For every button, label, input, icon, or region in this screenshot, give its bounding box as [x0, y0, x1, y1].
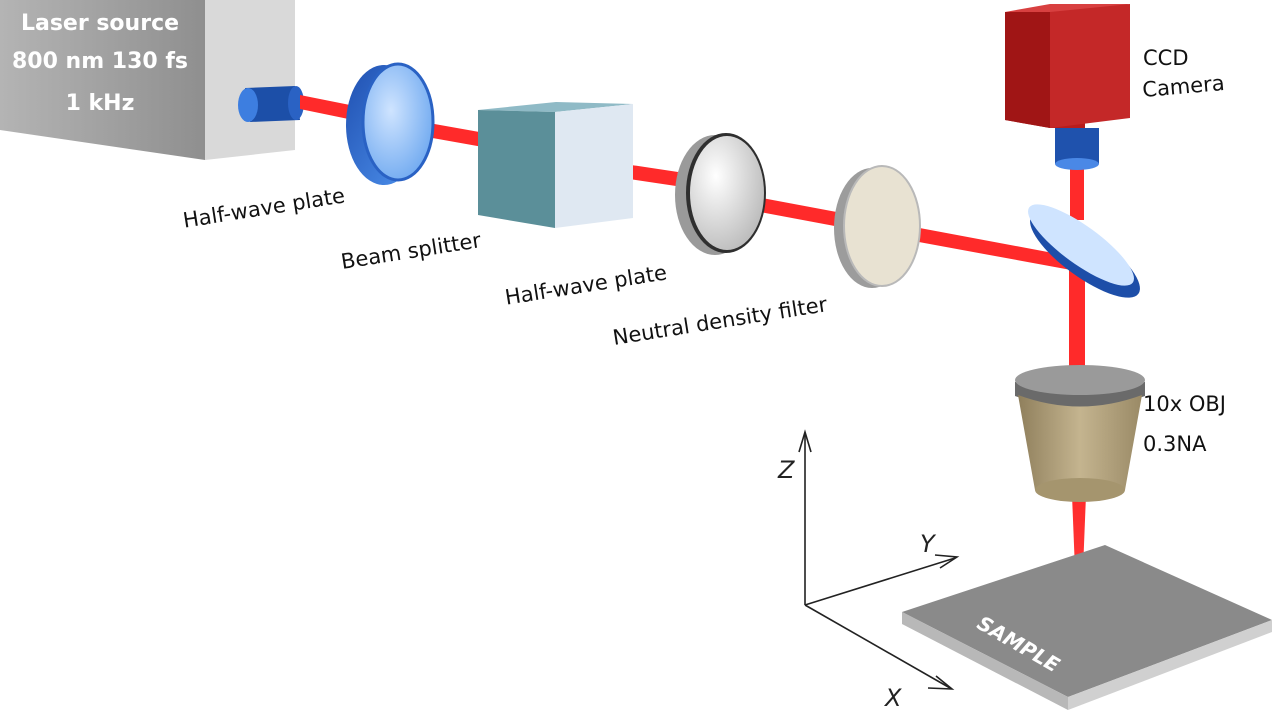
laser-label-line3: 1 kHz — [66, 91, 135, 116]
half-wave-plate-2-label: Half-wave plate — [503, 260, 668, 309]
y-axis-label: Y — [920, 530, 937, 558]
x-axis-label: X — [883, 684, 902, 712]
neutral-density-filter-label: Neutral density filter — [611, 292, 829, 350]
ccd-camera-label-line2: Camera — [1141, 71, 1225, 102]
half-wave-plate-1 — [346, 62, 435, 185]
half-wave-plate-2 — [675, 133, 766, 255]
beam-splitter-label: Beam splitter — [339, 228, 483, 274]
half-wave-plate-1-label: Half-wave plate — [181, 183, 346, 232]
neutral-density-filter — [834, 165, 921, 288]
ccd-camera-label-line1: CCD — [1143, 46, 1189, 70]
laser-label-line2: 800 nm 130 fs — [12, 49, 188, 74]
ccd-camera — [1005, 4, 1130, 128]
laser-label-line1: Laser source — [21, 11, 179, 36]
z-axis-label: Z — [777, 456, 795, 484]
laser-nozzle — [238, 86, 304, 122]
ccd-camera-lens — [1055, 128, 1099, 170]
dichroic-mirror — [1028, 204, 1140, 298]
objective-lens — [1015, 365, 1145, 502]
objective-label-line1: 10x OBJ — [1143, 392, 1226, 416]
beam-splitter-cube — [478, 102, 633, 228]
sample-plate — [902, 545, 1272, 710]
objective-label-line2: 0.3NA — [1143, 432, 1207, 456]
coordinate-axes — [798, 429, 960, 690]
